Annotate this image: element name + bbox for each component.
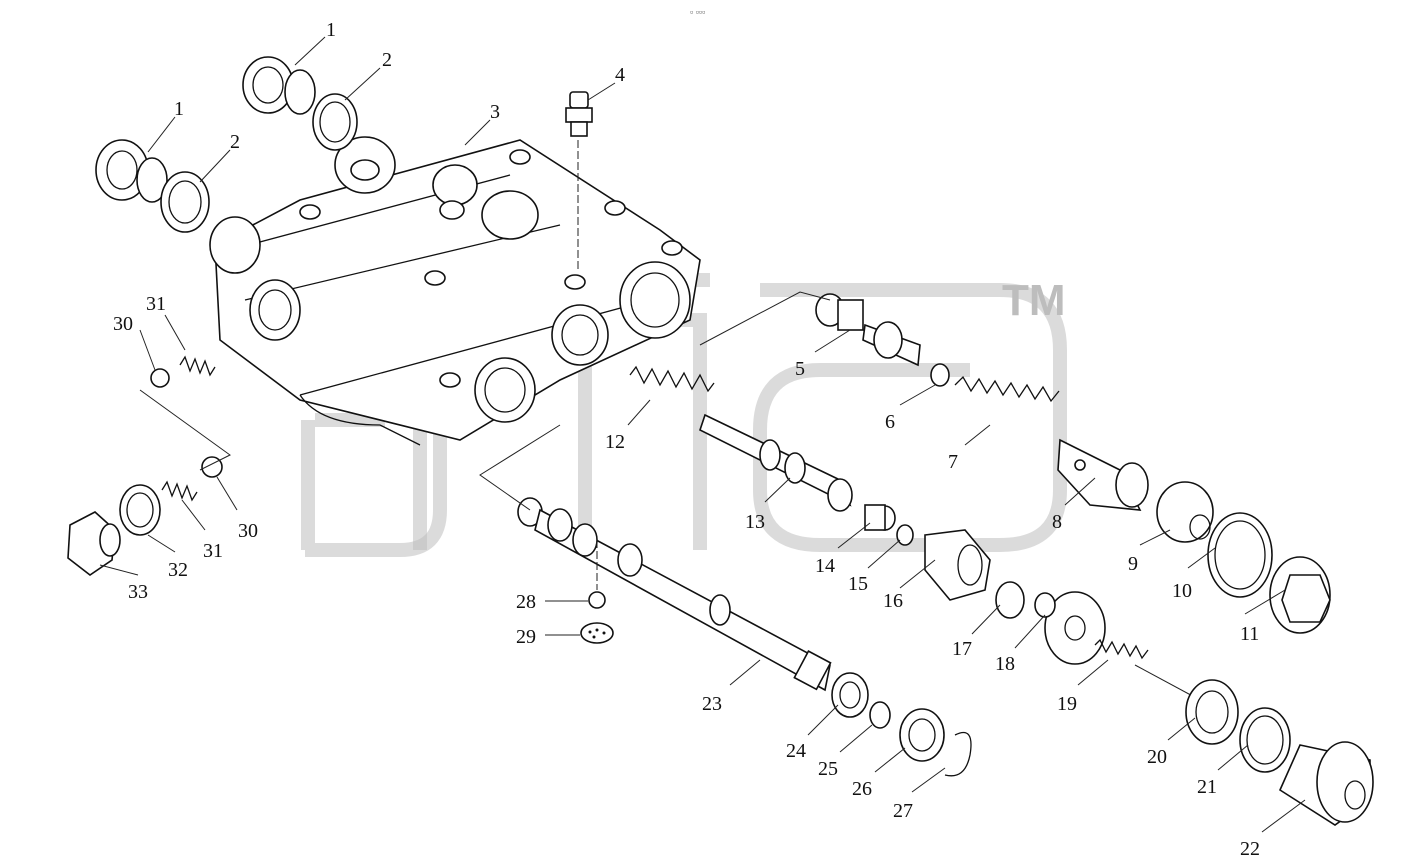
shaft-23 (517, 497, 832, 692)
callout-33: 33 (128, 581, 148, 603)
bushing-24 (831, 672, 869, 718)
ring-6 (930, 363, 950, 387)
valve-body (209, 136, 701, 446)
sleeve-26 (899, 708, 945, 762)
callout-21: 21 (1197, 776, 1217, 798)
circlip-27 (944, 731, 972, 777)
leader-lines (99, 36, 1306, 833)
sleeve-8 (1057, 438, 1149, 511)
ring-25 (869, 701, 891, 729)
callout-5: 5 (795, 358, 805, 380)
pin-14 (864, 504, 896, 531)
callout-14: 14 (815, 555, 835, 577)
callout-7: 7 (948, 451, 958, 473)
washer-10 (1207, 512, 1273, 598)
callout-1-upper: 1 (326, 19, 336, 41)
fitting-4 (565, 91, 593, 137)
trademark-symbol: TM (1002, 276, 1066, 325)
washer-32 (119, 484, 161, 536)
callout-32: 32 (168, 559, 188, 581)
filter-29 (580, 622, 614, 644)
callout-17: 17 (952, 638, 972, 660)
callout-24: 24 (786, 740, 806, 762)
spring-7 (954, 375, 1060, 403)
nut-16 (924, 529, 991, 601)
callout-10: 10 (1172, 580, 1192, 602)
callout-22: 22 (1240, 838, 1260, 860)
spring-31-lower (161, 480, 198, 502)
spring-19 (1094, 638, 1201, 701)
ball-28 (588, 591, 606, 609)
washer-2-lower (160, 171, 210, 233)
callout-6: 6 (885, 411, 895, 433)
callout-20: 20 (1147, 746, 1167, 768)
cup-20 (1185, 679, 1239, 745)
callout-9: 9 (1128, 553, 1138, 575)
callout-2-lower: 2 (230, 131, 240, 153)
header-mark: ▫︎ ▫︎▫︎▫︎ (690, 7, 705, 17)
spool-13 (699, 413, 853, 512)
piston-9 (1156, 481, 1214, 543)
callout-1-lower: 1 (174, 98, 184, 120)
callout-15: 15 (848, 573, 868, 595)
plug-1-lower (95, 139, 168, 203)
seat-18 (1034, 591, 1106, 665)
callout-30-upper: 30 (113, 313, 133, 335)
valve-5 (815, 293, 921, 367)
spring-31-upper (179, 355, 216, 377)
callout-8: 8 (1052, 511, 1062, 533)
nut-17 (995, 581, 1025, 619)
callout-11: 11 (1240, 623, 1259, 645)
callout-27: 27 (893, 800, 913, 822)
callout-13: 13 (745, 511, 765, 533)
plug-11 (1269, 556, 1331, 634)
cap-22 (1278, 741, 1374, 826)
callout-31-lower: 31 (203, 540, 223, 562)
callout-18: 18 (995, 653, 1015, 675)
callout-19: 19 (1057, 693, 1077, 715)
spring-12 (629, 365, 715, 393)
callout-28: 28 (516, 591, 536, 613)
callout-16: 16 (883, 590, 903, 612)
callout-12: 12 (605, 431, 625, 453)
washer-2-upper (312, 93, 358, 151)
callout-23: 23 (702, 693, 722, 715)
ring-15 (896, 524, 914, 546)
plug-1-upper (242, 56, 316, 115)
seal-21 (1239, 707, 1291, 773)
callout-4: 4 (615, 64, 625, 86)
callout-2-upper: 2 (382, 49, 392, 71)
callout-29: 29 (516, 626, 536, 648)
callout-25: 25 (818, 758, 838, 780)
callout-31-upper: 31 (146, 293, 166, 315)
callout-26: 26 (852, 778, 872, 800)
callout-30-lower: 30 (238, 520, 258, 542)
plug-33 (67, 511, 121, 576)
ball-30-upper (150, 368, 170, 388)
callout-3: 3 (490, 101, 500, 123)
